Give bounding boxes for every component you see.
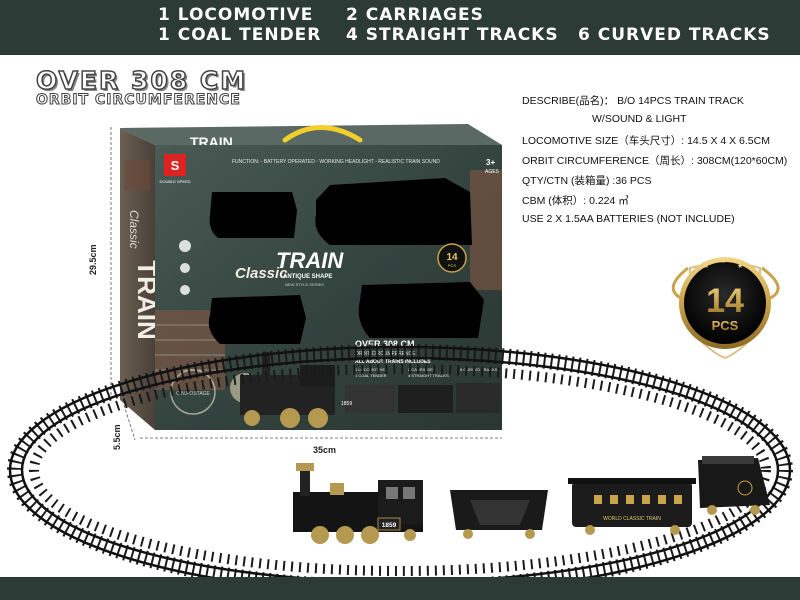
package-logo-script: Classic xyxy=(235,265,288,282)
spec-qty-ctn: QTY/CTN (装箱量) :36 PCS xyxy=(522,175,652,187)
package-logo-main: TRAIN xyxy=(276,248,344,273)
pcs-badge-number: 14 xyxy=(706,282,744,320)
package-side-script: Classic xyxy=(127,210,141,249)
star-icon: ★ xyxy=(703,262,709,270)
pcs-badge: ★ ★ ★ 14 PCS xyxy=(671,257,780,360)
brand-name: DOUBLE SPEED xyxy=(159,179,190,184)
package-include-4: 1 COAL TENDER xyxy=(355,373,387,378)
pcs-badge-core xyxy=(684,262,766,344)
spec-describe: DESCRIBE(品名)： B/O 14PCS TRAIN TRACK xyxy=(522,95,744,107)
window-locomotive xyxy=(315,178,472,245)
svg-text:S: S xyxy=(171,158,180,173)
window-tender xyxy=(209,192,297,238)
bottom-band xyxy=(0,577,800,600)
package-front: S DOUBLE SPEED FUNCTION: ◦ BATTERY OPERA… xyxy=(155,145,502,430)
package-include-5: 4 STRAIGHT TRACKS xyxy=(408,373,449,378)
headline-title: OVER 308 CM xyxy=(35,65,248,96)
dimension-lines xyxy=(110,127,502,441)
banner-item-curved-tracks: 6 CURVED TRACKS xyxy=(578,25,771,45)
package-handle xyxy=(282,125,363,143)
package-function-text: FUNCTION: ◦ BATTERY OPERATED ◦ WORKING H… xyxy=(232,159,440,165)
headline-subtitle: ORBIT CIRCUMFERENCE xyxy=(36,92,241,109)
package-age-unit: AGES xyxy=(485,169,500,175)
package-stamp xyxy=(170,369,216,415)
carriage-text: WORLD CLASSIC TRAIN xyxy=(603,516,661,522)
package-pcs-number: 14 xyxy=(446,252,458,263)
package-stamp-text: C.N.POSTAGE xyxy=(176,391,210,397)
package-over-sub: ORBIT CIRCUMFERENCE xyxy=(355,351,416,357)
dimension-width: 35cm xyxy=(313,445,337,455)
passenger-carriage: WORLD CLASSIC TRAIN xyxy=(568,478,696,535)
star-icon: ★ xyxy=(720,257,726,265)
package-feature-icon-3 xyxy=(180,285,190,295)
banner-item-coal-tender: 1 COAL TENDER xyxy=(158,25,322,45)
package-loco-number: 1859 xyxy=(341,401,352,407)
package-include-3: 6 CURVED TRACKS xyxy=(460,367,498,372)
coal-car xyxy=(698,456,770,515)
package-pcs-badge xyxy=(437,243,467,273)
spec-locomotive-size: LOCOMOTIVE SIZE（车头尺寸）: 14.5 X 4 X 6.5CM xyxy=(522,135,770,147)
spec-describe-cont: W/SOUND & LIGHT xyxy=(592,113,687,125)
banner-item-carriages: 2 CARRIAGES xyxy=(346,5,484,25)
package-pcs-unit: PCS xyxy=(448,263,457,268)
coal-tender xyxy=(450,490,548,539)
banner-item-straight-tracks: 4 STRAIGHT TRACKS xyxy=(346,25,559,45)
window-coal-car xyxy=(358,282,484,338)
package-includes-title: ALL ABOUT TRAINS INCLUDES xyxy=(355,359,431,365)
package-feature-icon-2 xyxy=(180,263,190,273)
spec-batteries: USE 2 X 1.5AA BATTERIES (NOT INCLUDE) xyxy=(522,213,735,225)
package-over-text: OVER 308 CM xyxy=(355,339,415,349)
top-banner: 1 LOCOMOTIVE 2 CARRIAGES 1 COAL TENDER 4… xyxy=(0,0,800,55)
brand-logo xyxy=(164,154,186,176)
package-feature-icon-1 xyxy=(179,240,191,252)
window-carriage xyxy=(208,295,306,344)
package-logo-sub: ANTIQUE SHAPE xyxy=(283,274,332,280)
star-icon: ★ xyxy=(737,262,743,270)
spec-cbm: CBM (体积）: 0.224 ㎥ xyxy=(522,195,629,207)
pcs-badge-unit: PCS xyxy=(712,318,739,333)
package-logo-tag: NEW STYLE SERIES xyxy=(285,282,324,287)
package-age: 3+ xyxy=(486,158,495,167)
spec-orbit-circumference: ORBIT CIRCUMFERENCE（周长）: 308CM(120*60CM) xyxy=(522,155,788,167)
package-include-2: 2 CARRIAGES xyxy=(408,367,435,372)
locomotive-number: 1859 xyxy=(382,522,397,529)
locomotive: 1859 xyxy=(293,463,423,544)
banner-item-locomotive: 1 LOCOMOTIVE xyxy=(158,5,314,25)
toy-train: 1859 WORLD CLASSIC TRAIN xyxy=(293,456,770,544)
